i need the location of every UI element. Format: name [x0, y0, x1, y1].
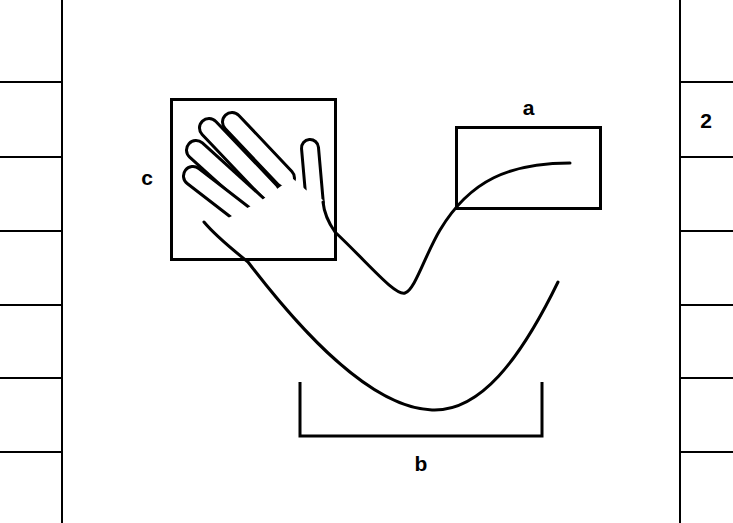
page-number: 2	[700, 110, 712, 131]
hand-drawing	[193, 122, 336, 262]
dimension-label: b	[415, 453, 428, 474]
callout-letter: a	[523, 97, 535, 118]
callout-box: a	[455, 126, 602, 210]
callout-letter: c	[141, 167, 153, 188]
dimension-bracket	[300, 382, 542, 436]
callout-box: c	[170, 98, 337, 261]
arm-outline	[204, 163, 570, 410]
